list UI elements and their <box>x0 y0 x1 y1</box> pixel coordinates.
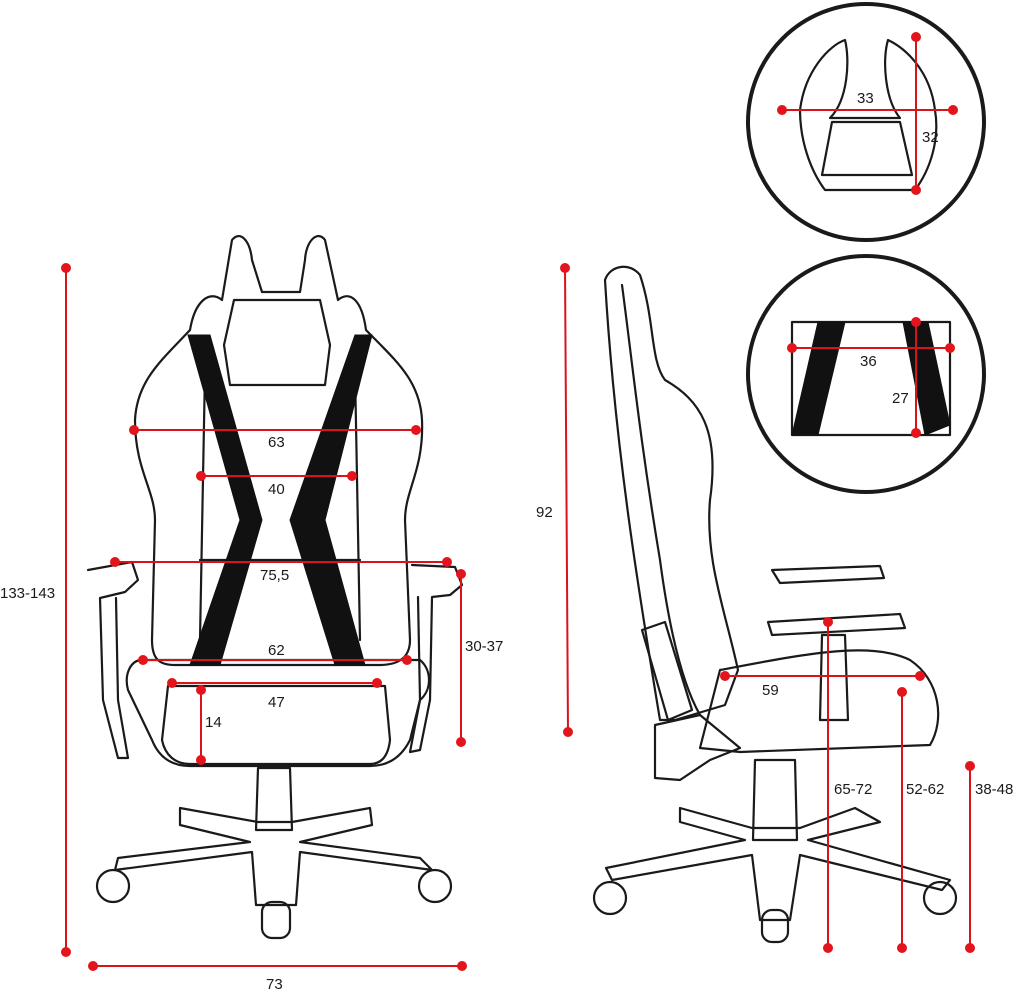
front-gas-lift <box>254 766 294 832</box>
dim-dot <box>915 671 925 681</box>
side-seat <box>698 649 940 754</box>
front-headrest-pillow <box>222 298 332 387</box>
dim-dot <box>897 943 907 953</box>
side-armrest-top <box>770 564 886 585</box>
dim-backrest-height <box>564 267 569 733</box>
label-armrest-span: 75,5 <box>260 567 289 584</box>
label-seat-width-outer: 62 <box>268 642 285 659</box>
front-strap-right <box>289 334 373 666</box>
label-seat-floor-height: 52-62 <box>906 781 944 798</box>
dim-dot <box>411 425 421 435</box>
dim-dot <box>138 655 148 665</box>
side-caster-center <box>760 908 790 944</box>
label-backrest-height: 92 <box>536 504 553 521</box>
label-back-width-shoulders: 63 <box>268 434 285 451</box>
front-base-star <box>113 806 434 907</box>
lumbar-pillow-detail <box>746 254 986 494</box>
front-seat-cushion <box>160 684 392 766</box>
front-armrest-left <box>86 560 140 760</box>
dim-dot <box>823 617 833 627</box>
headrest-detail-pillow <box>798 38 938 192</box>
dim-dot <box>456 569 466 579</box>
side-backrest <box>603 265 740 722</box>
front-seat <box>125 658 431 768</box>
front-caster-right <box>417 868 453 904</box>
side-gas-lift <box>751 758 799 842</box>
dim-dot <box>777 105 787 115</box>
dim-dot <box>563 727 573 737</box>
dim-dot <box>965 761 975 771</box>
dim-dot <box>948 105 958 115</box>
dim-dot <box>911 185 921 195</box>
front-caster-left <box>95 868 131 904</box>
lumbar-strap-left <box>791 321 846 436</box>
label-lumbar-height: 27 <box>892 390 909 407</box>
front-view-chair <box>86 235 464 940</box>
front-armrest-right <box>408 563 464 754</box>
label-seat-side-height: 14 <box>205 714 222 731</box>
label-seat-width-inner: 47 <box>268 694 285 711</box>
side-armrest-post <box>818 633 850 722</box>
front-strap-left <box>187 334 263 666</box>
side-recline-lever <box>653 713 742 782</box>
label-back-width-center: 40 <box>268 481 285 498</box>
dim-dot <box>88 961 98 971</box>
dim-dot <box>456 737 466 747</box>
side-armrest-lower <box>766 612 907 637</box>
dim-dot <box>560 263 570 273</box>
label-lumbar-width: 36 <box>860 353 877 370</box>
side-caster-right <box>922 880 958 916</box>
dim-dot <box>945 343 955 353</box>
dim-dot <box>911 32 921 42</box>
label-armrest-height: 30-37 <box>465 638 503 655</box>
dim-dot <box>372 678 382 688</box>
dimension-lines <box>61 32 975 971</box>
label-gas-lift-height: 38-48 <box>975 781 1013 798</box>
label-headrest-width: 33 <box>857 90 874 107</box>
dim-dot <box>911 428 921 438</box>
dim-dot <box>196 471 206 481</box>
headrest-detail-front <box>820 120 914 177</box>
dim-dot <box>442 557 452 567</box>
label-armrest-floor-height: 65-72 <box>834 781 872 798</box>
side-backrest-inner <box>620 283 702 717</box>
label-headrest-height: 32 <box>922 129 939 146</box>
lumbar-detail-ring <box>746 254 986 494</box>
label-total-width: 73 <box>266 976 283 991</box>
side-base-star <box>604 806 952 922</box>
dim-dot <box>897 687 907 697</box>
dim-dot <box>457 961 467 971</box>
lumbar-detail-pillow <box>790 320 952 437</box>
dim-dot <box>110 557 120 567</box>
front-backrest-outline <box>133 235 424 667</box>
headrest-pillow-detail <box>746 2 986 242</box>
dim-dot <box>129 425 139 435</box>
dim-dot <box>787 343 797 353</box>
dim-dot <box>911 317 921 327</box>
dim-dot <box>347 471 357 481</box>
side-view-chair <box>592 265 958 944</box>
dim-dot <box>167 678 177 688</box>
dimension-labels: 133-143 73 63 40 75,5 30-37 62 47 14 92 … <box>0 90 1013 991</box>
front-caster-center <box>260 900 292 940</box>
label-total-height: 133-143 <box>0 585 55 602</box>
dim-dot <box>196 755 206 765</box>
side-strap-panel <box>640 620 694 722</box>
dim-dot <box>823 943 833 953</box>
dim-dot <box>965 943 975 953</box>
dim-dot <box>61 947 71 957</box>
dim-dot <box>720 671 730 681</box>
dim-dot <box>402 655 412 665</box>
dim-dot <box>61 263 71 273</box>
label-seat-depth: 59 <box>762 682 779 699</box>
side-caster-left <box>592 880 628 916</box>
dim-dot <box>196 685 206 695</box>
